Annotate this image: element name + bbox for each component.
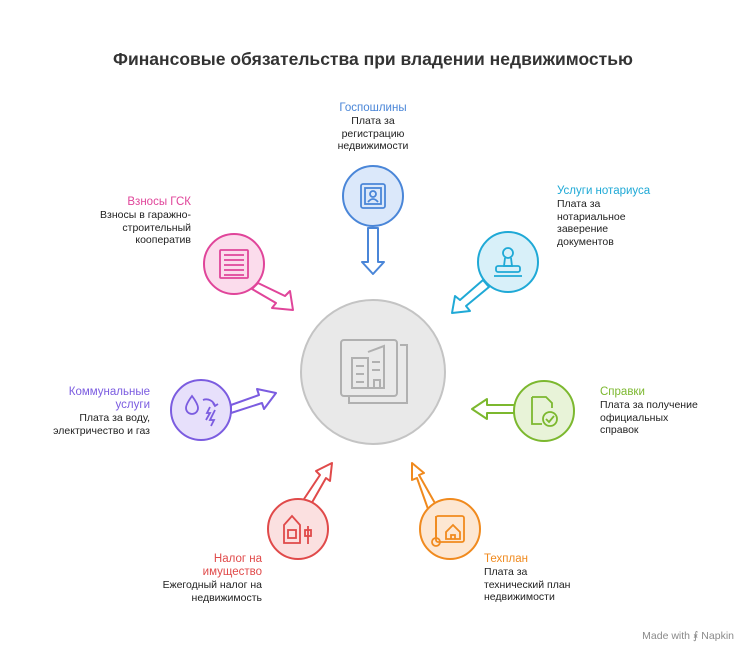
label-nalog: Налог на имущество Ежегодный налог на не… xyxy=(110,553,262,604)
desc-notarius-4: документов xyxy=(557,235,614,248)
desc-nalog-2: недвижимость xyxy=(191,591,262,604)
node-tehplan xyxy=(411,462,481,560)
desc-spravki-3: справок xyxy=(600,424,639,436)
desc-gsk-2: строительный xyxy=(122,221,191,234)
desc-spravki-1: Плата за получение xyxy=(600,399,698,411)
desc-notarius-2: нотариальное xyxy=(557,210,626,223)
desc-kommunalnye-2: электричество и газ xyxy=(53,424,150,437)
heading-kommunalnye-2: услуги xyxy=(115,399,150,411)
desc-notarius-3: заверение xyxy=(557,223,609,235)
certificate-check-icon xyxy=(531,396,558,427)
house-tax-icon xyxy=(283,514,312,544)
desc-gosposhliny-3: недвижимости xyxy=(337,140,409,152)
desc-tehplan-1: Плата за xyxy=(484,566,528,578)
utilities-icon xyxy=(185,394,219,427)
desc-notarius-1: Плата за xyxy=(557,198,601,210)
node-gosposhliny xyxy=(342,165,404,275)
node-nalog xyxy=(267,462,333,560)
page-title: Финансовые обязательства при владении не… xyxy=(113,49,633,69)
desc-nalog-1: Ежегодный налог на xyxy=(162,579,262,591)
heading-gosposhliny: Госпошлины xyxy=(339,102,407,114)
heading-kommunalnye-1: Коммунальные xyxy=(68,386,150,398)
desc-tehplan-3: недвижимости xyxy=(484,591,555,603)
label-tehplan: Техплан Плата за технический план недвиж… xyxy=(484,553,624,604)
napkin-watermark: Made with ⨘ Napkin xyxy=(642,630,734,642)
desc-tehplan-2: технический план xyxy=(484,578,571,591)
label-notarius: Услуги нотариуса Плата за нотариальное з… xyxy=(557,185,707,248)
desc-gosposhliny-2: регистрацию xyxy=(341,127,405,140)
desc-kommunalnye-1: Плата за воду, xyxy=(79,412,150,424)
desc-gosposhliny-1: Плата за xyxy=(351,115,395,127)
stamp-icon xyxy=(360,183,386,209)
desc-spravki-2: официальных xyxy=(600,411,669,424)
center-node xyxy=(300,299,446,445)
garage-icon xyxy=(219,249,249,279)
heading-spravki: Справки xyxy=(600,386,645,398)
heading-nalog-1: Налог на xyxy=(213,553,262,565)
label-kommunalnye: Коммунальные услуги Плата за воду, элект… xyxy=(10,386,150,437)
heading-gsk: Взносы ГСК xyxy=(127,196,191,208)
property-documents-icon xyxy=(340,339,408,404)
node-kommunalnye xyxy=(170,379,277,441)
heading-notarius: Услуги нотариуса xyxy=(557,185,651,197)
heading-nalog-2: имущество xyxy=(202,566,262,578)
desc-gsk-3: кооператив xyxy=(135,234,191,246)
desc-gsk-1: Взносы в гаражно- xyxy=(100,209,191,221)
heading-tehplan: Техплан xyxy=(484,553,528,565)
node-gsk xyxy=(203,233,294,311)
label-gosposhliny: Госпошлины Плата за регистрацию недвижим… xyxy=(313,102,433,153)
node-notarius xyxy=(451,231,539,314)
notary-seal-icon xyxy=(494,247,522,277)
label-gsk: Взносы ГСК Взносы в гаражно- строительны… xyxy=(40,196,191,247)
label-spravki: Справки Плата за получение официальных с… xyxy=(600,386,740,437)
blueprint-house-icon xyxy=(431,515,465,547)
node-spravki xyxy=(471,380,575,442)
